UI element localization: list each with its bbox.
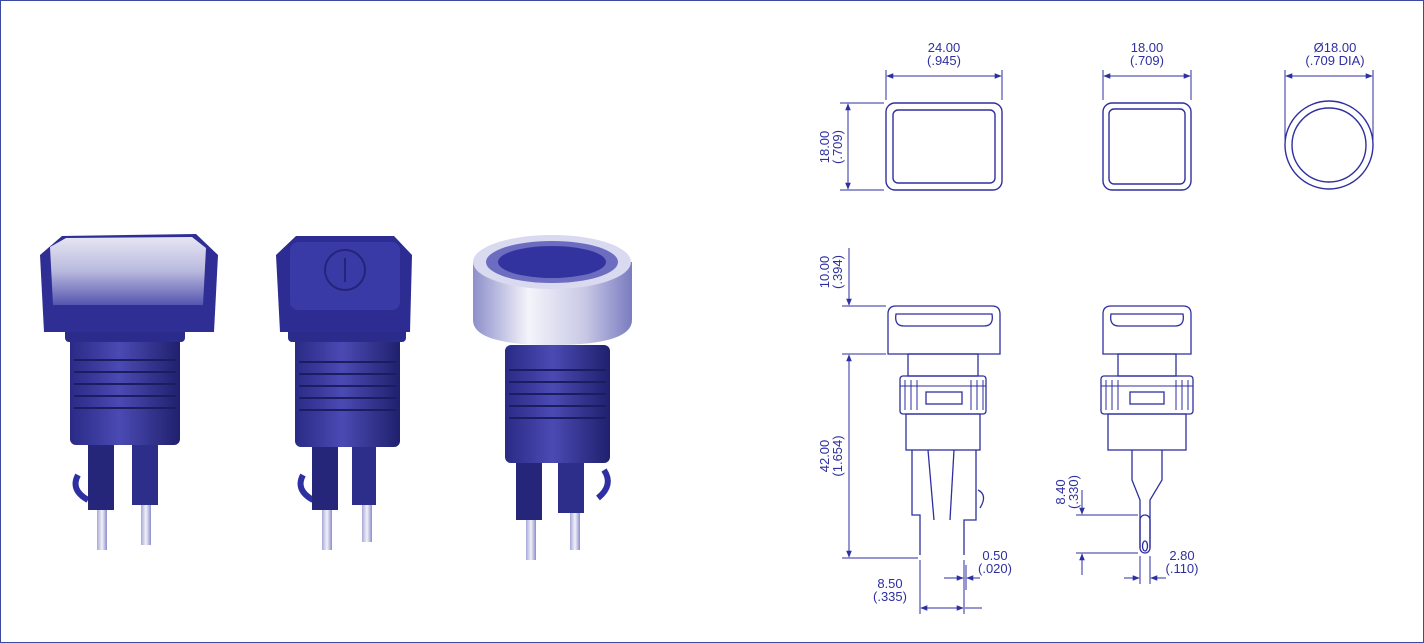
rectangular-cap-top-view (885, 102, 1003, 191)
svg-text:(.709): (.709) (830, 130, 845, 164)
svg-text:0.50: 0.50 (982, 548, 1007, 563)
round-cap-top-view (1284, 100, 1374, 190)
svg-text:(.330): (.330) (1066, 475, 1081, 509)
dim-rect-height: 18.00 (.709) (817, 102, 884, 191)
dim-body-length: 42.00 (1.654) (817, 353, 918, 559)
svg-text:10.00: 10.00 (817, 256, 832, 289)
svg-text:(.394): (.394) (830, 255, 845, 289)
svg-text:(.709): (.709) (1130, 53, 1164, 68)
dim-round-diameter: Ø18.00 (.709 DIA) (1284, 40, 1374, 140)
svg-text:(.335): (.335) (873, 589, 907, 604)
svg-text:2.80: 2.80 (1169, 548, 1194, 563)
round-pushbutton-photo (473, 235, 632, 560)
svg-text:(1.654): (1.654) (830, 435, 845, 476)
dim-cap-height: 10.00 (.394) (817, 248, 886, 307)
square-cap-top-view (1102, 102, 1192, 191)
svg-text:42.00: 42.00 (817, 440, 832, 473)
square-pushbutton-photo (276, 236, 412, 550)
dim-terminal-thickness: 0.50 (.020) (944, 548, 1012, 590)
dim-tab-length: 8.40 (.330) (1053, 475, 1138, 575)
rectangular-pushbutton-photo (40, 234, 218, 550)
svg-text:(.020): (.020) (978, 561, 1012, 576)
svg-text:18.00: 18.00 (1131, 40, 1164, 55)
front-side-view (887, 305, 1001, 555)
svg-text:(.709 DIA): (.709 DIA) (1305, 53, 1364, 68)
right-side-view (1100, 305, 1194, 554)
svg-text:8.40: 8.40 (1053, 479, 1068, 504)
svg-text:18.00: 18.00 (817, 131, 832, 164)
dim-rect-width: 24.00 (.945) (885, 40, 1003, 100)
svg-text:Ø18.00: Ø18.00 (1314, 40, 1357, 55)
svg-text:(.945): (.945) (927, 53, 961, 68)
svg-text:8.50: 8.50 (877, 576, 902, 591)
svg-text:(.110): (.110) (1166, 561, 1199, 576)
dim-square-width: 18.00 (.709) (1102, 40, 1192, 100)
dim-tab-width: 2.80 (.110) (1124, 548, 1199, 584)
svg-text:24.00: 24.00 (928, 40, 961, 55)
dim-terminal-spacing: 8.50 (.335) (873, 560, 982, 614)
